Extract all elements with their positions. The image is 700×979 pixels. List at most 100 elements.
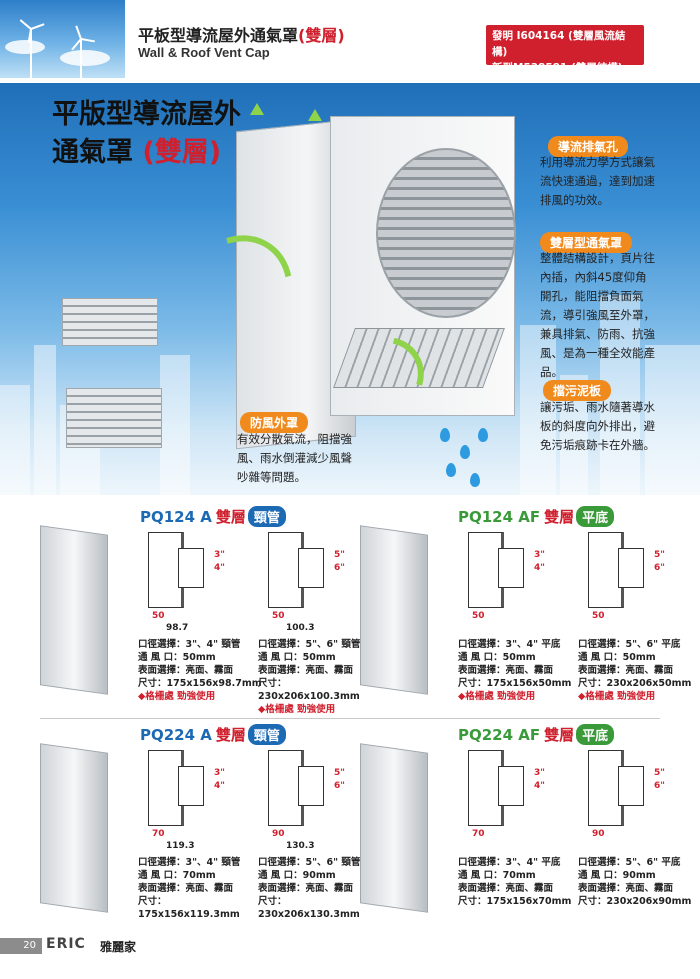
spec-line: 尺寸：175x156x70mm [458,896,572,907]
spec-line: 通 風 口：50mm [138,652,216,663]
spec-note: ◆格柵處 勁強使用 [578,691,656,702]
spec-line: 尺寸：230x206x130.3mm [258,896,360,920]
diameter-label: 4" [534,781,545,791]
diameter-label: 6" [654,781,665,791]
spec-line: 通 風 口：90mm [258,870,336,881]
diameter-label: 3" [214,550,225,560]
water-drop-icon [446,463,456,477]
spec-list: 口徑選擇：5"、6" 平底通 風 口：90mm 表面選擇：亮面、霧面尺寸：230x… [578,856,700,908]
product-photo [360,525,428,695]
diameter-label: 6" [654,563,665,573]
product-photo-small-1 [62,298,158,346]
spec-line: 尺寸：175x156x98.7mm [138,678,262,689]
spec-line: 表面選擇：亮面、霧面 [138,883,234,894]
feature-label-exhaust: 導流排氣孔 [548,136,629,157]
depth-label: 98.7 [166,623,189,633]
spec-list: 口徑選擇：5"、6" 平底通 風 口：50mm 表面選擇：亮面、霧面尺寸：230x… [578,638,700,703]
water-drop-icon [478,428,488,442]
spec-line: 尺寸：230x206x50mm [578,678,692,689]
brand-logo: ERIC [46,936,86,952]
diameter-label: 5" [334,550,345,560]
neck-pipe-diagram [178,548,204,588]
vent-width-label: 50 [592,611,605,621]
diameter-label: 6" [334,781,345,791]
water-drop-icon [440,428,450,442]
vent-width-label: 70 [472,829,485,839]
spec-line: 通 風 口：70mm [138,870,216,881]
diameter-label: 4" [214,563,225,573]
spec-line: 表面選擇：亮面、霧面 [458,665,554,676]
spec-line: 尺寸：230x206x90mm [578,896,692,907]
airflow-up-arrow-icon [308,109,322,121]
neck-pipe-diagram [498,766,524,806]
vent-width-label: 90 [272,829,285,839]
diameter-label: 3" [534,768,545,778]
feature-label-wind-cover: 防風外罩 [240,412,309,433]
vent-width-label: 50 [152,611,165,621]
hero-title: 平版型導流屋外 通氣罩 (雙層) [52,99,241,168]
page-number: 20 [0,938,42,954]
spec-line: 通 風 口：90mm [578,870,656,881]
wind-turbine-logo [0,0,125,78]
vent-width-label: 90 [592,829,605,839]
page-footer: 20 ERIC 雅麗家 [0,936,700,960]
spec-line: 通 風 口：50mm [258,652,336,663]
spec-line: 口徑選擇：3"、4" 平底 [458,639,561,650]
spec-line: 表面選擇：亮面、霧面 [578,883,674,894]
spec-note: ◆格柵處 勁強使用 [458,691,536,702]
spec-line: 通 風 口：50mm [578,652,656,663]
spec-line: 口徑選擇：5"、6" 平底 [578,857,681,868]
feature-desc-wind-cover: 有效分散氣流，阻擋強風、雨水倒灌減少風聲吵雜等問題。 [237,432,352,484]
spec-line: 通 風 口：70mm [458,870,536,881]
feature-desc-exhaust: 利用導流力學方式讓氣流快速通過，達到加速排風的功效。 [540,155,655,207]
feature-label-double-layer: 雙層型通氣罩 [540,232,633,253]
feature-desc-double-layer: 整體結構設計，頁片往內插，內斜45度仰角開孔，能阻擋負面氣流，導引強風至外罩，兼… [540,251,655,379]
diameter-label: 5" [334,768,345,778]
spec-line: 表面選擇：亮面、霧面 [578,665,674,676]
diameter-label: 5" [654,768,665,778]
water-drop-icon [470,473,480,487]
spec-line: 口徑選擇：5"、6" 頸管 [258,639,361,650]
vent-width-label: 70 [152,829,165,839]
patent-badge: 發明 I604164 (雙層風流結構) 新型M538581 (雙層結構) [486,25,644,74]
page-header: 平板型導流屋外通氣罩(雙層) Wall & Roof Vent Cap 發明 I… [0,0,700,80]
vent-width-label: 50 [272,611,285,621]
spec-line: 口徑選擇：3"、4" 頸管 [138,639,241,650]
neck-pipe-diagram [298,548,324,588]
vent-louver-grill [376,148,516,318]
hero-section: 平版型導流屋外 通氣罩 (雙層) 導流排氣孔 利用導流力學方式讓氣流快速通過，達… [0,83,700,495]
spec-line: 表面選擇：亮面、霧面 [458,883,554,894]
page-subtitle: Wall & Roof Vent Cap [138,45,270,60]
diameter-label: 4" [534,563,545,573]
spec-note: ◆格柵處 勁強使用 [258,704,336,715]
diameter-label: 3" [534,550,545,560]
spec-line: 通 風 口：50mm [458,652,536,663]
neck-pipe-diagram [298,766,324,806]
vent-width-label: 50 [472,611,485,621]
neck-pipe-diagram [178,766,204,806]
spec-list: 口徑選擇：3"、4" 頸管通 風 口：70mm 表面選擇：亮面、霧面尺寸：175x… [138,856,266,921]
spec-line: 口徑選擇：3"、4" 頸管 [138,857,241,868]
product-photo [40,743,108,913]
spec-line: 尺寸：230x206x100.3mm [258,678,360,702]
neck-pipe-diagram [618,548,644,588]
section-divider [40,718,660,719]
spec-line: 口徑選擇：5"、6" 平底 [578,639,681,650]
spec-note: ◆格柵處 勁強使用 [138,691,216,702]
spec-line: 口徑選擇：5"、6" 頸管 [258,857,361,868]
neck-pipe-diagram [618,766,644,806]
product-photo-small-2 [66,388,162,448]
spec-line: 尺寸：175x156x119.3mm [138,896,240,920]
feature-label-mud-guard: 擋污泥板 [543,380,612,401]
